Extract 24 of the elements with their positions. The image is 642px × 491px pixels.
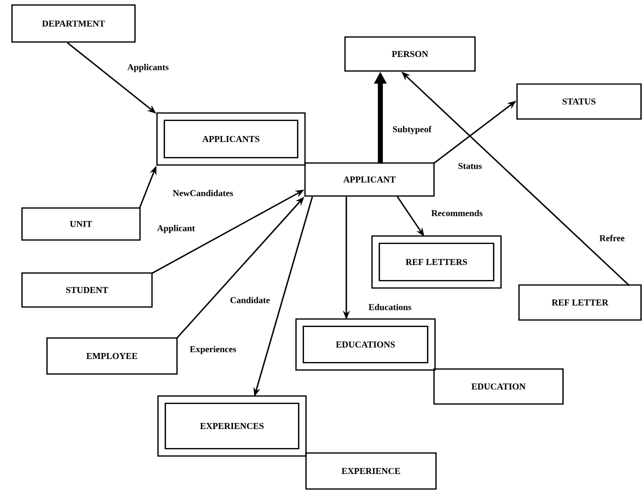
double-frame-box: EXPERIENCES bbox=[157, 395, 307, 457]
edge-label: Candidate bbox=[229, 296, 271, 304]
entity-box: UNIT bbox=[21, 207, 141, 241]
edge-label: Subtypeof bbox=[392, 124, 432, 136]
edge-label: NewCandidates bbox=[172, 188, 234, 198]
entity-box: EMPLOYEE bbox=[46, 337, 178, 375]
edge-label: Educations bbox=[368, 302, 413, 312]
entity-box: DEPARTMENT bbox=[11, 4, 136, 43]
double-frame-box: REF LETTERS bbox=[371, 235, 502, 289]
edge-label: Applicant bbox=[156, 224, 196, 234]
edge-label: Experiences bbox=[188, 344, 238, 356]
edge-label: Status bbox=[457, 162, 483, 170]
double-frame-box: EDUCATIONS bbox=[295, 318, 436, 371]
entity-box: EXPERIENCE bbox=[305, 452, 437, 490]
entity-box: STATUS bbox=[516, 83, 642, 120]
edge-label: Applicants bbox=[126, 62, 170, 74]
double-frame-box: APPLICANTS bbox=[156, 112, 306, 166]
entity-box: APPLICANT bbox=[304, 162, 435, 197]
entity-box: REF LETTER bbox=[518, 284, 642, 321]
entity-box: EDUCATION bbox=[433, 368, 564, 405]
edge-label: Recommends bbox=[430, 208, 484, 218]
entity-box: STUDENT bbox=[21, 272, 153, 308]
entity-box: PERSON bbox=[344, 36, 476, 72]
edge-label: Refree bbox=[598, 234, 626, 242]
